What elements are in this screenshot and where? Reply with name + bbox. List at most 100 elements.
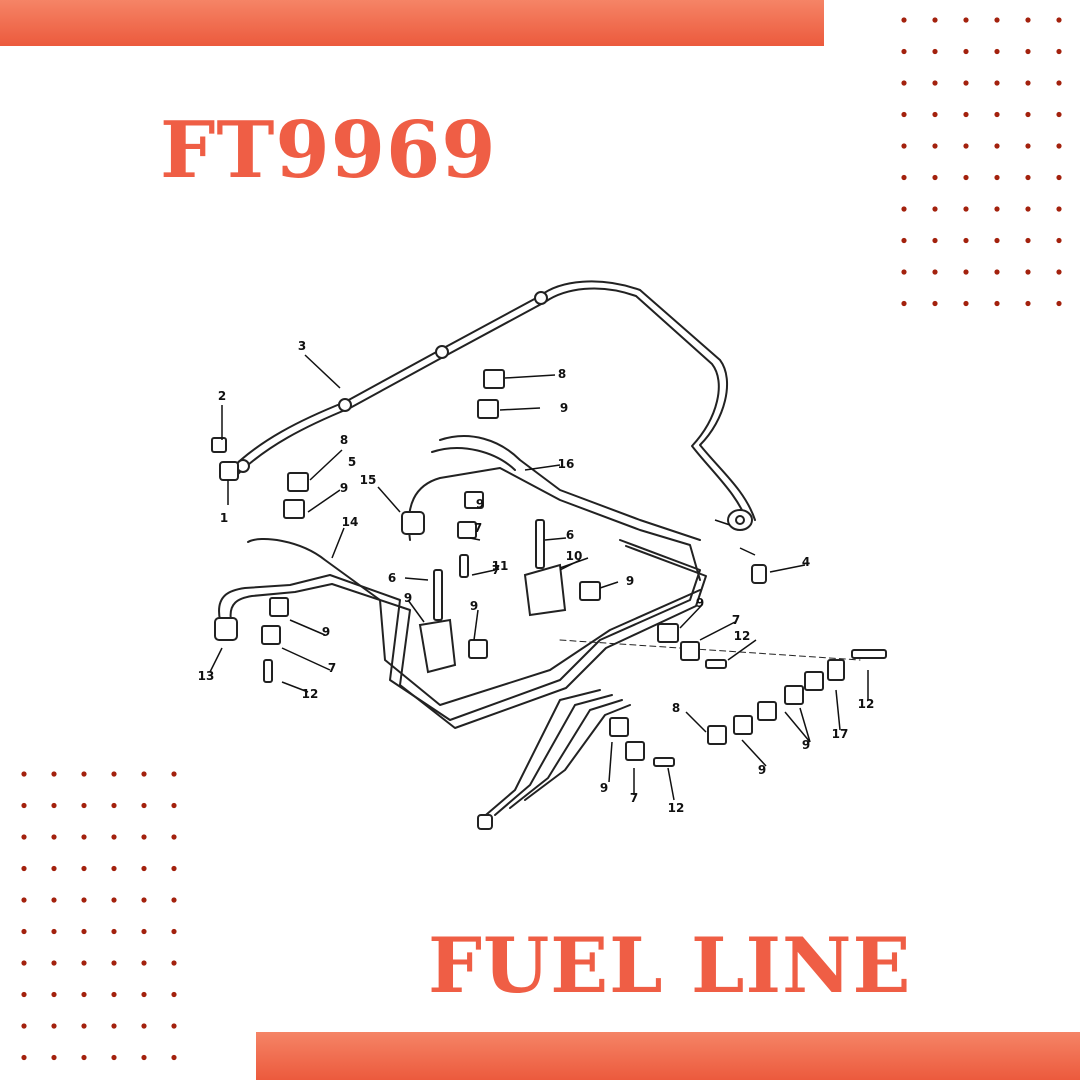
decorative-dot: [1025, 17, 1031, 23]
decorative-dot: [21, 865, 27, 872]
callout-number: 9: [802, 738, 810, 752]
decorative-dot: [51, 1054, 57, 1061]
callout-number: 9: [758, 763, 766, 777]
decorative-dot: [963, 174, 969, 181]
decorative-dot: [81, 1054, 87, 1061]
callout-number: 2: [218, 389, 226, 403]
callout-number: 12: [302, 687, 319, 701]
decorative-dot: [901, 48, 907, 55]
decorative-dot: [141, 771, 147, 777]
decorative-dot: [111, 771, 117, 777]
decorative-dot: [171, 1054, 177, 1061]
decorative-dot: [81, 928, 87, 935]
decorative-dot: [171, 865, 177, 872]
decorative-dot: [1056, 300, 1062, 307]
callout-number: 16: [558, 457, 575, 471]
decorative-dot: [51, 1023, 57, 1029]
decorative-dot: [21, 960, 27, 966]
decorative-dot: [141, 897, 147, 903]
decorative-dot: [1056, 48, 1062, 55]
decorative-dot: [932, 206, 938, 212]
decorative-dot: [171, 928, 177, 935]
decorative-dot: [963, 206, 969, 212]
decorative-dot: [21, 897, 27, 903]
callout-number: 7: [492, 563, 500, 577]
decorative-dot: [963, 237, 969, 244]
decorative-dot: [994, 80, 1000, 86]
decorative-dot: [51, 771, 57, 777]
decorative-dot: [1056, 206, 1062, 212]
decorative-dot: [994, 111, 1000, 118]
decorative-dot: [1056, 80, 1062, 86]
decorative-dot: [81, 834, 87, 840]
decorative-dot: [901, 80, 907, 86]
callout-number: 13: [198, 669, 215, 683]
callout-number: 11: [492, 559, 509, 573]
decorative-dot: [81, 865, 87, 872]
callout-number: 9: [404, 591, 412, 605]
dot-pattern-bottom-left: [21, 771, 177, 1061]
top-accent-bar: [0, 0, 824, 46]
decorative-dot: [141, 1054, 147, 1061]
decorative-dot: [1056, 174, 1062, 181]
callout-number: 1: [220, 511, 228, 525]
decorative-dot: [1025, 269, 1031, 275]
callout-number: 6: [566, 528, 574, 542]
decorative-dot: [111, 991, 117, 998]
decorative-dot: [932, 237, 938, 244]
decorative-dot: [111, 960, 117, 966]
decorative-dot: [141, 928, 147, 935]
decorative-dot: [932, 269, 938, 275]
callout-number: 7: [328, 661, 336, 675]
decorative-dot: [51, 897, 57, 903]
decorative-dot: [111, 1054, 117, 1061]
decorative-dot: [901, 237, 907, 244]
decorative-dot: [901, 111, 907, 118]
decorative-dot: [963, 17, 969, 23]
decorative-dot: [994, 300, 1000, 307]
decorative-dot: [1025, 80, 1031, 86]
fittings-and-brackets: [211, 291, 887, 830]
decorative-dot: [901, 206, 907, 212]
decorative-dot: [963, 111, 969, 118]
decorative-dot: [141, 834, 147, 840]
decorative-dot: [141, 865, 147, 872]
decorative-dot: [81, 802, 87, 809]
callout-number: 8: [558, 367, 566, 381]
decorative-dot: [51, 928, 57, 935]
decorative-dot: [21, 834, 27, 840]
decorative-dot: [1025, 206, 1031, 212]
decorative-dot: [171, 960, 177, 966]
callout-number: 8: [672, 701, 680, 715]
decorative-dot: [994, 48, 1000, 55]
decorative-dot: [111, 865, 117, 872]
decorative-dot: [901, 143, 907, 149]
decorative-dot: [963, 80, 969, 86]
decorative-dot: [171, 1023, 177, 1029]
decorative-dot: [901, 269, 907, 275]
callout-number: 4: [802, 555, 810, 569]
decorative-dot: [171, 991, 177, 998]
decorative-dot: [111, 802, 117, 809]
decorative-dot: [81, 897, 87, 903]
decorative-dot: [1056, 17, 1062, 23]
callout-number: 7: [732, 613, 740, 627]
callout-number: 3: [298, 339, 306, 353]
decorative-dot: [21, 928, 27, 935]
callout-number: 15: [360, 473, 377, 487]
decorative-dot: [963, 48, 969, 55]
decorative-dot: [81, 771, 87, 777]
decorative-dot: [963, 269, 969, 275]
decorative-dot: [932, 143, 938, 149]
decorative-dot: [111, 897, 117, 903]
callout-number: 7: [630, 791, 638, 805]
decorative-dot: [21, 771, 27, 777]
decorative-dot: [141, 802, 147, 809]
decorative-dot: [21, 802, 27, 809]
callout-number: 9: [626, 574, 634, 588]
decorative-dot: [932, 111, 938, 118]
decorative-dot: [901, 174, 907, 181]
decorative-dot: [994, 269, 1000, 275]
decorative-dot: [51, 834, 57, 840]
callout-number: 8: [340, 433, 348, 447]
